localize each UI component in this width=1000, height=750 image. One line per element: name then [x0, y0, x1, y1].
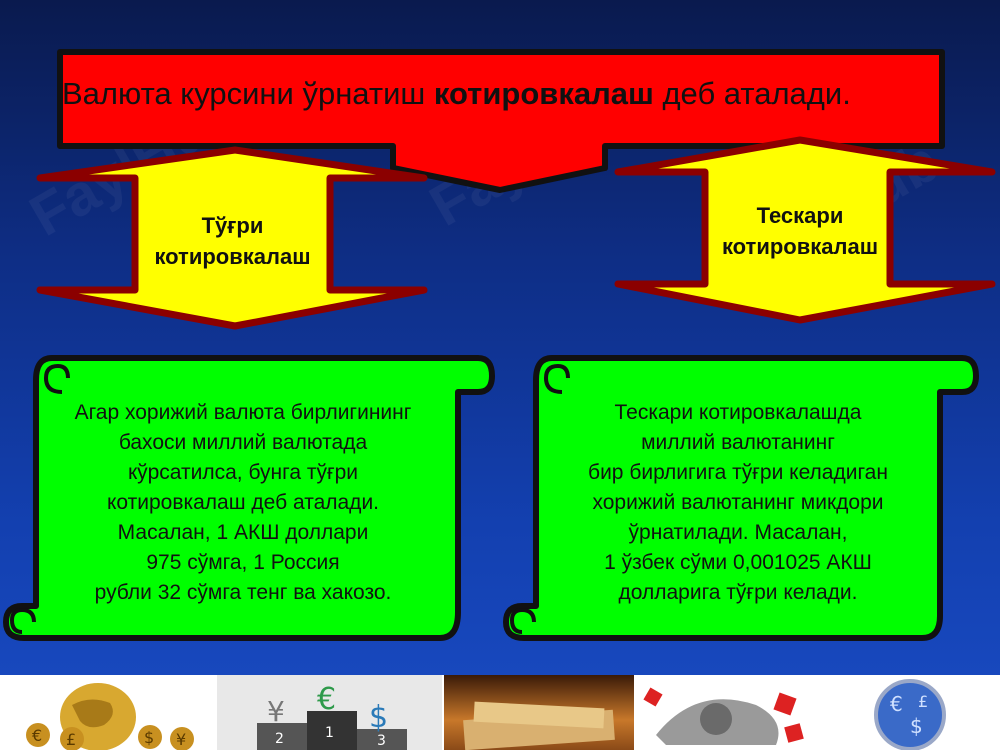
slide-title: Валюта курсини ўрнатиш котировкалаш деб …: [62, 76, 942, 126]
text-line: хорижий валютанинг микдори: [592, 491, 884, 514]
svg-text:¥: ¥: [267, 695, 285, 728]
indirect-quotation-arrow: [614, 136, 996, 324]
svg-text:€: €: [890, 692, 903, 716]
svg-text:1: 1: [325, 725, 334, 741]
indirect-quotation-label: Тескари котировкалаш: [700, 200, 900, 262]
direct-label-line1: Тўғри: [201, 213, 264, 238]
direct-quotation-text: Агар хорижий валюта бирлигининг бахоси м…: [36, 398, 450, 608]
text-line: 1 ўзбек сўми 0,001025 АКШ: [604, 551, 872, 574]
currency-globe-icon: € $ £: [818, 675, 1000, 750]
indirect-label-line1: Тескари: [756, 203, 844, 228]
text-line: Масалан, 1 АКШ доллари: [117, 521, 369, 544]
direct-quotation-label: Тўғри котировкалаш: [135, 210, 330, 272]
podium-currency-icon: 2 1 3 ¥ € $: [217, 675, 442, 750]
svg-text:$: $: [369, 700, 388, 735]
svg-text:£: £: [918, 692, 928, 711]
text-line: 975 сўмга, 1 Россия: [146, 551, 340, 574]
image-strip: € £ $ ¥ 2 1 3 ¥ € $: [0, 675, 1000, 750]
direct-label-line2: котировкалаш: [154, 244, 311, 269]
money-stack-icon: [444, 675, 634, 750]
svg-text:¥: ¥: [176, 730, 186, 749]
text-line: бир бирлигига тўғри келадиган: [588, 461, 888, 484]
text-line: долларига тўғри келади.: [618, 581, 858, 604]
title-part1: Валюта курсини ўрнатиш: [62, 76, 434, 111]
indirect-label-line2: котировкалаш: [721, 234, 879, 259]
direct-quotation-arrow: [36, 146, 428, 330]
svg-text:$: $: [144, 728, 154, 747]
svg-text:3: 3: [377, 733, 386, 749]
right-scroll: [503, 355, 979, 641]
text-line: Агар хорижий валюта бирлигининг: [74, 401, 412, 424]
title-bold: котировкалаш: [433, 76, 654, 111]
svg-text:€: €: [32, 726, 42, 745]
indirect-quotation-text: Тескари котировкалашда миллий валютанинг…: [536, 398, 940, 608]
text-line: бахоси миллий валютада: [118, 431, 368, 454]
svg-text:2: 2: [275, 731, 284, 747]
title-part2: деб аталади.: [653, 76, 851, 111]
text-line: кўрсатилса, бунга тўғри: [127, 461, 359, 484]
text-line: рубли 32 сўмга тенг ва хакозо.: [94, 581, 392, 604]
text-line: ўрнатилади. Масалан,: [628, 521, 848, 544]
svg-text:€: €: [317, 682, 336, 717]
title-banner: [57, 49, 945, 193]
currency-machine-icon: [636, 675, 816, 750]
left-scroll: [3, 355, 495, 641]
text-line: Тескари котировкалашда: [614, 401, 862, 424]
globe-currency-icon: € £ $ ¥: [0, 675, 215, 750]
svg-text:£: £: [66, 730, 76, 749]
text-line: котировкалаш деб аталади.: [106, 491, 380, 514]
svg-text:$: $: [910, 714, 923, 738]
text-line: миллий валютанинг: [641, 431, 835, 454]
